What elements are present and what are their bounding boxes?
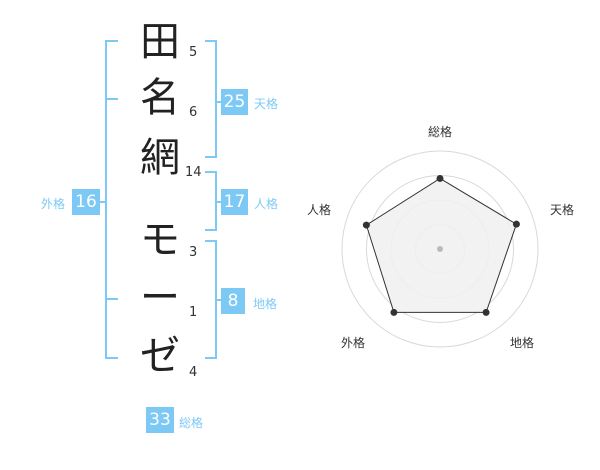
- radar-point-1: [436, 174, 444, 182]
- name-char-1: 田: [140, 19, 180, 65]
- radar-axis-label-chikaku: 地格: [510, 336, 535, 350]
- name-char-3: 網: [140, 135, 180, 181]
- radar-point-3: [482, 308, 490, 316]
- name-char-4: モ: [140, 217, 180, 263]
- jinkaku-value: 17: [221, 189, 248, 215]
- jinkaku-label: 人格: [254, 197, 279, 211]
- gaikaku-value: 16: [72, 189, 100, 215]
- radar-ring: [341, 150, 539, 348]
- stroke-count-6: 4: [189, 365, 198, 380]
- name-char-6: ゼ: [140, 333, 180, 379]
- stroke-count-4: 3: [189, 245, 198, 260]
- radar-center-dot: [437, 246, 443, 252]
- tenkaku-label: 天格: [254, 97, 279, 111]
- chikaku-label: 地格: [253, 297, 278, 311]
- gaikaku-bracket: [105, 40, 118, 359]
- name-char-2: 名: [140, 75, 180, 121]
- radar-axis-label-jinkaku: 人格: [307, 203, 332, 217]
- gaikaku-label: 外格: [41, 197, 66, 211]
- chikaku-value: 8: [221, 288, 245, 314]
- radar-point-2: [512, 220, 520, 228]
- soukaku-value: 33: [146, 407, 174, 433]
- stroke-count-1: 5: [189, 45, 198, 60]
- name-char-5: ー: [140, 275, 180, 321]
- tenkaku-value: 25: [221, 89, 248, 115]
- stroke-count-2: 6: [189, 105, 198, 120]
- stroke-count-5: 1: [189, 305, 198, 320]
- radar-axis-label-tenkaku: 天格: [550, 203, 575, 217]
- radar-axis-label-gaikaku: 外格: [341, 336, 366, 350]
- tenkaku-bracket: [205, 40, 217, 158]
- radar-polygon: [365, 177, 518, 313]
- radar-axis-label-soukaku: 総格: [428, 125, 453, 139]
- soukaku-label: 総格: [179, 416, 204, 430]
- radar-point-4: [390, 308, 398, 316]
- radar-point-5: [362, 221, 370, 229]
- stroke-count-3: 14: [185, 165, 202, 180]
